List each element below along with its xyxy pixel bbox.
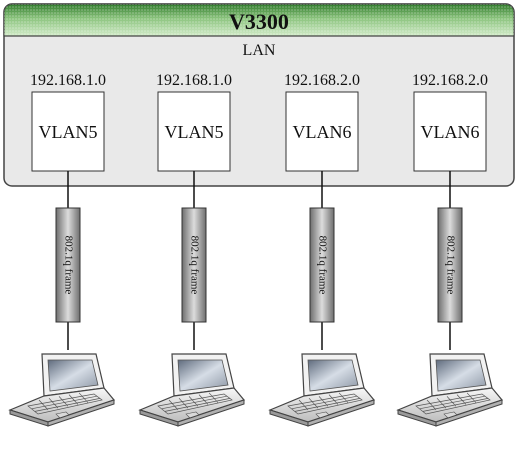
laptop-icon bbox=[269, 353, 375, 427]
subnet-label: 192.168.2.0 bbox=[284, 72, 360, 89]
laptop-icon bbox=[139, 353, 245, 427]
subnet-label: 192.168.1.0 bbox=[156, 72, 232, 89]
vlan-label: VLAN6 bbox=[421, 122, 480, 142]
link-3: 802.1q frame bbox=[309, 171, 335, 350]
vlan-label: VLAN5 bbox=[165, 122, 224, 142]
vlan-port-box bbox=[157, 91, 231, 172]
link-1: 802.1q frame bbox=[55, 171, 81, 350]
frame-label: 802.1q frame bbox=[316, 236, 328, 295]
laptop-icon bbox=[9, 353, 115, 427]
port-column: 192.168.1.0 VLAN5 bbox=[156, 72, 232, 172]
frame-label: 802.1q frame bbox=[444, 236, 456, 295]
frame-tag bbox=[437, 207, 463, 323]
port-column: 192.168.2.0 VLAN6 bbox=[284, 72, 360, 172]
device-name: V3300 bbox=[229, 9, 289, 34]
link-2: 802.1q frame bbox=[181, 171, 207, 350]
subnet-label: 192.168.2.0 bbox=[412, 72, 488, 89]
frame-label: 802.1q frame bbox=[188, 236, 200, 295]
frame-tag bbox=[181, 207, 207, 323]
vlan-label: VLAN6 bbox=[293, 122, 352, 142]
vlan-port-box bbox=[285, 91, 359, 172]
vlan-label: VLAN5 bbox=[39, 122, 98, 142]
vlan-port-box bbox=[31, 91, 105, 172]
link-4: 802.1q frame bbox=[437, 171, 463, 350]
port-column: 192.168.2.0 VLAN6 bbox=[412, 72, 488, 172]
laptop-icon bbox=[397, 353, 503, 427]
port-column: 192.168.1.0 VLAN5 bbox=[30, 72, 106, 172]
frame-tag bbox=[309, 207, 335, 323]
subnet-label: 192.168.1.0 bbox=[30, 72, 106, 89]
frame-tag bbox=[55, 207, 81, 323]
frame-label: 802.1q frame bbox=[62, 236, 74, 295]
lan-label: LAN bbox=[243, 42, 276, 59]
